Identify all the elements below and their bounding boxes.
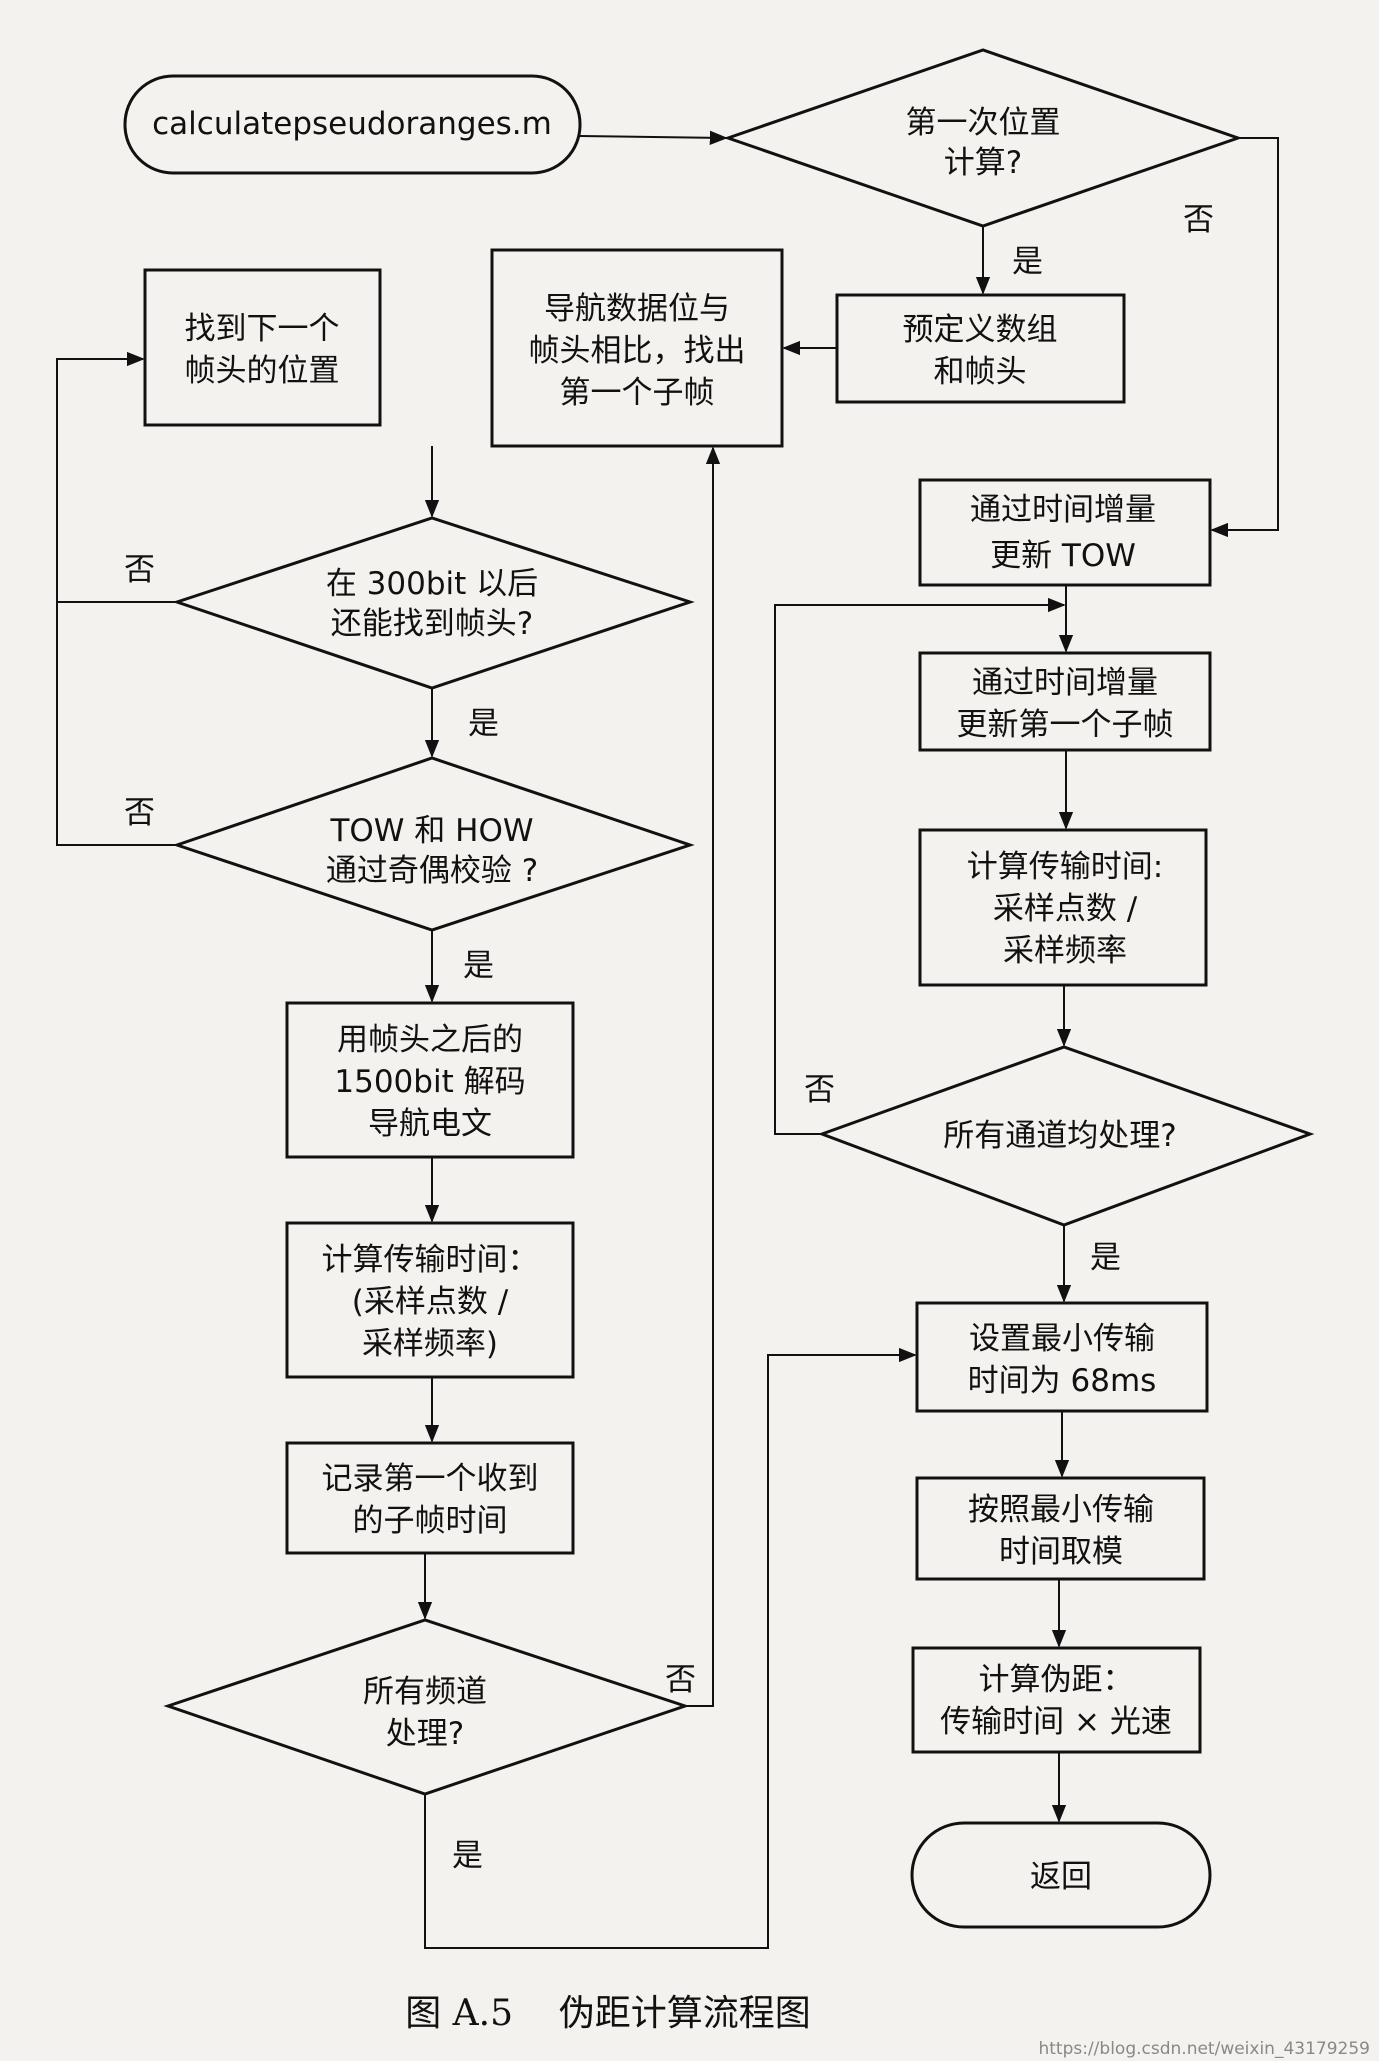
parity-line-1: TOW 和 HOW xyxy=(329,813,533,849)
edge-all-channels-left-no-to-compare xyxy=(685,446,721,1707)
calc-tx-right-line-3: 采样频率 xyxy=(1003,933,1127,969)
predefine-line-2: 和帧头 xyxy=(934,354,1027,390)
predefine-line-1: 预定义数组 xyxy=(903,312,1058,348)
watermark-text: https://blog.csdn.net/weixin_43179259 xyxy=(1038,2039,1370,2059)
record-box-text: 记录第一个收到的子帧时间 xyxy=(322,1461,539,1539)
compare-line-1: 导航数据位与 xyxy=(544,291,730,327)
figure-caption: 图 A.5 伪距计算流程图 xyxy=(405,1993,811,2034)
label-no-all-channels-right: 否 xyxy=(804,1072,835,1108)
edge-all-channels-right-no-loop xyxy=(774,597,1066,1135)
label-yes-all-channels-left: 是 xyxy=(452,1838,483,1874)
decode-box-text: 用帧头之后的 1500bit 解码导航电文 xyxy=(334,1022,525,1142)
find-next-box-text: 找到下一个帧头的位置 xyxy=(185,311,340,389)
all-channels-right-decision-text: 所有通道均处理? xyxy=(943,1118,1176,1154)
calc-tx-left-box-text: 计算传输时间： (采样点数 / 采样频率) xyxy=(322,1242,539,1362)
edge-first-calc-no-to-update-tow xyxy=(1210,137,1279,538)
pseudorange-box-shape xyxy=(911,1646,1202,1754)
decode-line-3: 导航电文 xyxy=(368,1106,492,1142)
calc-tx-left-line-3: 采样频率) xyxy=(362,1326,498,1362)
compare-box-text: 导航数据位与帧头相比，找出第一个子帧 xyxy=(529,291,746,411)
return-terminal-text: 返回 xyxy=(1030,1859,1092,1895)
start-line-1: calculatepseudoranges.m xyxy=(152,106,552,142)
decode-line-2: 1500bit 解码 xyxy=(334,1064,525,1100)
label-no-all-channels-left: 否 xyxy=(665,1662,696,1698)
record-box-shape xyxy=(285,1441,575,1555)
set-min-line-2: 时间为 68ms xyxy=(968,1363,1157,1399)
edge-all-channels-left-yes-to-set-min xyxy=(424,1347,917,1949)
modulo-box-text: 按照最小传输时间取模 xyxy=(968,1492,1154,1570)
pseudorange-line-1: 计算伪距： xyxy=(979,1662,1134,1698)
decode-box-shape xyxy=(285,1001,575,1159)
label-no-parity: 否 xyxy=(124,795,155,831)
compare-box-shape xyxy=(490,248,784,448)
all-channels-right-line-1: 所有通道均处理? xyxy=(943,1118,1176,1154)
all-channels-left-decision-text: 所有频道处理? xyxy=(363,1674,487,1752)
start-terminal-shape xyxy=(123,74,582,175)
all-channels-left-line-2: 处理? xyxy=(386,1716,464,1752)
update-subframe-box-text: 通过时间增量更新第一个子帧 xyxy=(957,665,1174,743)
label-no-first-calc: 否 xyxy=(1183,202,1214,238)
parity-line-2: 通过奇偶校验 ? xyxy=(326,853,538,889)
label-yes-first-calc: 是 xyxy=(1012,244,1043,280)
find-300-decision-text: 在 300bit 以后还能找到帧头? xyxy=(326,566,538,642)
find-300-line-1: 在 300bit 以后 xyxy=(326,566,538,602)
first-calc-decision-text: 第一次位置计算? xyxy=(906,105,1061,181)
all-channels-right-decision-shape xyxy=(817,1045,1315,1227)
label-yes-all-channels-right: 是 xyxy=(1090,1240,1121,1276)
find-next-line-2: 帧头的位置 xyxy=(185,353,340,389)
decode-line-1: 用帧头之后的 xyxy=(337,1022,523,1058)
parity-decision-text: TOW 和 HOW 通过奇偶校验 ? xyxy=(326,813,538,889)
compare-line-3: 第一个子帧 xyxy=(560,375,715,411)
start-terminal-text: calculatepseudoranges.m xyxy=(152,106,552,142)
label-yes-parity: 是 xyxy=(463,948,494,984)
calc-tx-right-line-1: 计算传输时间: xyxy=(967,849,1163,885)
first-calc-line-1: 第一次位置 xyxy=(906,105,1061,141)
label-yes-find-300: 是 xyxy=(468,706,499,742)
modulo-line-1: 按照最小传输 xyxy=(968,1492,1154,1528)
return-line-1: 返回 xyxy=(1030,1859,1092,1895)
label-no-find-300: 否 xyxy=(124,552,155,588)
set-min-box-text: 设置最小传输时间为 68ms xyxy=(968,1321,1157,1399)
modulo-box-shape xyxy=(915,1476,1206,1581)
pseudorange-box-text: 计算伪距： 传输时间 × 光速 xyxy=(940,1662,1172,1740)
return-terminal-shape xyxy=(910,1821,1212,1929)
update-subframe-line-2: 更新第一个子帧 xyxy=(957,707,1174,743)
record-line-1: 记录第一个收到 xyxy=(322,1461,539,1497)
compare-line-2: 帧头相比，找出 xyxy=(529,333,746,369)
all-channels-left-line-1: 所有频道 xyxy=(363,1674,487,1710)
calc-tx-left-line-2: (采样点数 / xyxy=(352,1284,509,1320)
parity-decision-shape xyxy=(172,756,695,932)
find-300-decision-shape xyxy=(172,516,695,690)
edge-find-300-no-to-find-next xyxy=(56,351,177,603)
predefine-box-text: 预定义数组和帧头 xyxy=(903,312,1058,390)
first-calc-line-2: 计算? xyxy=(944,145,1022,181)
update-tow-box-text: 通过时间增量更新 TOW xyxy=(970,492,1156,574)
find-300-line-2: 还能找到帧头? xyxy=(331,606,533,642)
modulo-line-2: 时间取模 xyxy=(999,1534,1123,1570)
calc-tx-left-box-shape xyxy=(285,1221,575,1379)
find-next-box-shape xyxy=(143,268,382,427)
update-subframe-line-1: 通过时间增量 xyxy=(972,665,1158,701)
record-line-2: 的子帧时间 xyxy=(353,1503,508,1539)
pseudorange-line-2: 传输时间 × 光速 xyxy=(940,1704,1172,1740)
calc-tx-right-line-2: 采样点数 / xyxy=(993,891,1138,927)
update-tow-line-1: 通过时间增量 xyxy=(970,492,1156,528)
calc-tx-right-box-text: 计算传输时间: 采样点数 / 采样频率 xyxy=(967,849,1163,969)
set-min-line-1: 设置最小传输 xyxy=(969,1321,1155,1357)
edge-start-to-first-calc xyxy=(579,130,728,145)
update-tow-line-2: 更新 TOW xyxy=(990,538,1136,574)
calc-tx-left-line-1: 计算传输时间： xyxy=(322,1242,539,1278)
edge-parity-no-to-find-next xyxy=(56,602,177,846)
find-next-line-1: 找到下一个 xyxy=(185,311,340,347)
